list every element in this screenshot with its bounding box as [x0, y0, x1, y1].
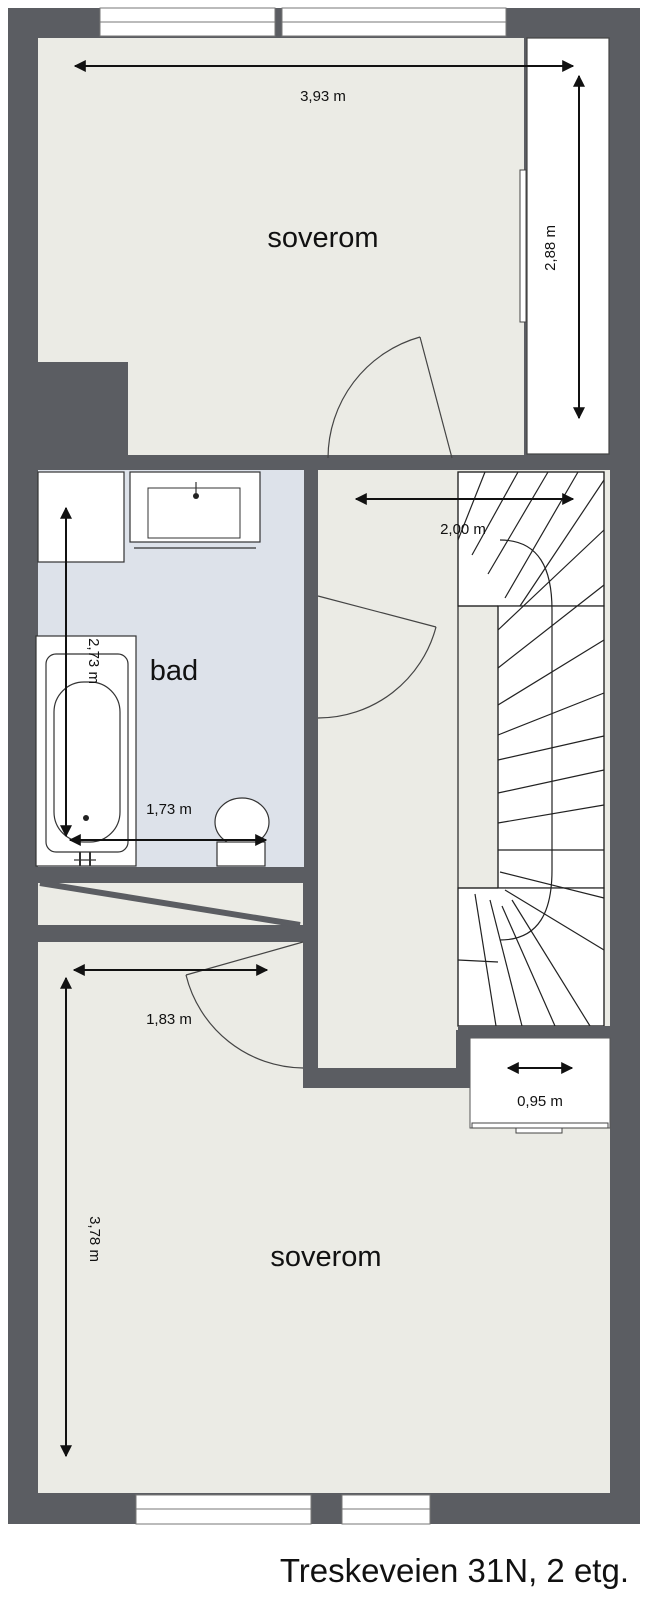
dim-bath-width: 1,73 m — [146, 801, 192, 818]
cabinet — [37, 471, 125, 563]
dim-bottom-bedroom-width: 1,83 m — [146, 1011, 192, 1028]
plan-caption: Treskeveien 31N, 2 etg. — [279, 1552, 629, 1589]
hall-floor — [318, 470, 458, 1074]
room-label-bathroom: bad — [150, 655, 198, 687]
top-bedroom-floor — [38, 38, 524, 455]
dimension-arrows — [60, 60, 585, 1458]
windows — [99, 7, 507, 1525]
room-label-top-bedroom: soverom — [267, 222, 378, 254]
dim-top-bedroom-width: 3,93 m — [300, 88, 346, 105]
interior-walls — [8, 455, 610, 1088]
dim-hall-width: 2,00 m — [440, 521, 486, 538]
storage-diagonal — [39, 880, 301, 928]
dim-bottom-bedroom-height: 3,78 m — [86, 1216, 103, 1262]
toilet-bowl — [214, 797, 270, 847]
dim-small-closet: 0,95 m — [517, 1093, 563, 1110]
small-closet-floor — [469, 1037, 611, 1129]
wardrobe — [519, 37, 610, 455]
closet-doors — [471, 1122, 609, 1134]
toilet-tank — [216, 841, 266, 867]
dim-top-bedroom-closet: 2,88 m — [542, 225, 559, 271]
bottom-bedroom-floor — [38, 942, 610, 1493]
dim-bath-height: 2,73 m — [85, 638, 102, 684]
room-label-bottom-bedroom: soverom — [270, 1241, 381, 1273]
doors — [185, 336, 453, 1069]
